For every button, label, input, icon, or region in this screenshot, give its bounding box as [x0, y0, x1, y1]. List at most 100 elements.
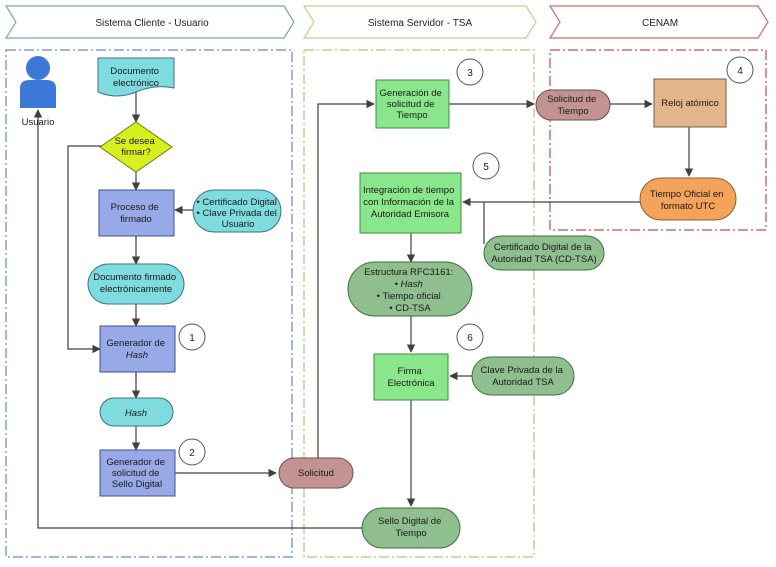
gen-sol-line-3: Sello Digital — [112, 479, 162, 490]
connectors — [33, 92, 694, 529]
step-5-label: 5 — [483, 162, 489, 173]
user-icon — [26, 56, 50, 80]
lane-header-server: Sistema Servidor - TSA — [302, 5, 537, 39]
node-generador-hash: Generador de Hash — [99, 325, 176, 373]
node-clave-tsa: Clave Privada de la Autoridad TSA — [471, 356, 575, 396]
svg-text:Firma Electrónica: Firma Electrónica — [388, 366, 436, 389]
generacion-line-2: solicitud de — [387, 99, 435, 110]
svg-text:Se desea firmar?: Se desea firmar? — [115, 136, 158, 158]
step-4: 4 — [726, 56, 754, 84]
svg-text:Integración de tiempo co: Integración de tiempo con Información de… — [363, 185, 457, 220]
step-1-label: 1 — [189, 333, 195, 344]
generacion-line-1: Generación de — [380, 88, 442, 99]
node-decision: Se desea firmar? — [99, 121, 173, 173]
integracion-line-1: Integración de tiempo — [363, 185, 454, 196]
estructura-line-3: • Tiempo oficial — [377, 291, 441, 302]
cert-user-line-3: Usuario — [222, 219, 255, 230]
node-certificado-usuario: • Certificado Digital • Clave Privada de… — [192, 189, 282, 233]
doc-firmado-line-2: electrónicamente — [100, 284, 172, 295]
clave-tsa-line-1: Clave Privada de la — [480, 365, 563, 376]
svg-text:Certificado Digital de la: Certificado Digital de la Autoridad TSA … — [491, 242, 596, 265]
lane-header-cenam: CENAM — [548, 5, 769, 39]
step-6-label: 6 — [467, 333, 473, 344]
step-5: 5 — [472, 152, 500, 180]
step-1: 1 — [178, 323, 206, 351]
gen-sol-line-2: solicitud de — [112, 468, 160, 479]
node-certificado-tsa: Certificado Digital de la Autoridad TSA … — [483, 235, 605, 271]
gen-sol-line-1: Generador de — [106, 457, 165, 468]
cert-tsa-line-1: Certificado Digital de la — [494, 242, 592, 253]
hash-label: Hash — [125, 408, 147, 419]
lane-server — [303, 49, 535, 558]
lane-header-client: Sistema Cliente - Usuario — [4, 5, 295, 39]
documento-line-1: Documento — [110, 66, 159, 77]
node-generacion-solicitud: Generación de solicitud de Tiempo — [375, 79, 450, 129]
reloj-label: Reloj atómico — [661, 98, 719, 109]
lane-title-cenam: CENAM — [642, 18, 678, 29]
step-4-label: 4 — [737, 66, 743, 77]
svg-text:Proceso de firmado: Proceso de firmado — [111, 202, 162, 225]
svg-text:Estructura RFC3161: • Ha: Estructura RFC3161: • Hash • Tiempo ofic… — [364, 267, 456, 314]
svg-text:Tiempo Oficial en format: Tiempo Oficial en formato UTC — [650, 189, 726, 212]
proceso-line-2: firmado — [120, 214, 152, 225]
svg-text:Solicitud de Tiempo: Solicitud de Tiempo — [547, 94, 599, 117]
node-estructura: Estructura RFC3161: • Hash • Tiempo ofic… — [347, 261, 473, 317]
tiempo-oficial-line-2: formato UTC — [661, 201, 716, 212]
lane-cenam — [549, 49, 767, 231]
step-3: 3 — [456, 58, 484, 86]
decision-line-1: Se desea — [115, 136, 156, 147]
svg-text:• Certificado Digital •: • Certificado Digital • Clave Privada de… — [196, 197, 279, 230]
step-2-label: 2 — [189, 448, 195, 459]
firma-line-1: Firma — [398, 366, 423, 377]
node-reloj: Reloj atómico — [653, 78, 727, 128]
svg-text:Documento electrónico: Documento electrónico — [110, 66, 161, 89]
svg-text:Generación de solicitud: Generación de solicitud de Tiempo — [380, 88, 445, 121]
doc-firmado-line-1: Documento firmado — [93, 272, 176, 283]
node-firma: Firma Electrónica — [373, 353, 449, 401]
lane-title-server: Sistema Servidor - TSA — [368, 18, 473, 29]
node-solicitud-tiempo: Solicitud de Tiempo — [535, 89, 611, 121]
lane-client — [5, 49, 293, 558]
cert-tsa-line-2: Autoridad TSA (CD-TSA) — [491, 254, 596, 265]
node-proceso-firmado: Proceso de firmado — [98, 189, 175, 237]
gen-hash-line-2: Hash — [126, 350, 148, 361]
tiempo-oficial-line-1: Tiempo Oficial en — [650, 189, 724, 200]
sello-line-1: Sello Digital de — [378, 516, 441, 527]
svg-text:Sello Digital de Tiempo: Sello Digital de Tiempo — [378, 516, 444, 539]
node-solicitud: Solicitud — [278, 457, 354, 489]
svg-text:Documento firmado electr: Documento firmado electrónicamente — [93, 272, 179, 295]
node-documento: Documento electrónico — [97, 57, 175, 97]
user-label: Usuario — [22, 117, 55, 128]
firma-line-2: Electrónica — [388, 378, 436, 389]
sol-tiempo-line-2: Tiempo — [557, 106, 588, 117]
step-2: 2 — [178, 438, 206, 466]
node-sello: Sello Digital de Tiempo — [361, 507, 461, 549]
sello-line-2: Tiempo — [395, 528, 426, 539]
cert-user-line-2: • Clave Privada del — [196, 208, 276, 219]
node-integracion: Integración de tiempo con Información de… — [359, 172, 462, 234]
generacion-line-3: Tiempo — [396, 110, 427, 121]
gen-hash-line-1: Generador de — [106, 338, 165, 349]
step-6: 6 — [456, 323, 484, 351]
node-tiempo-oficial: Tiempo Oficial en formato UTC — [639, 177, 737, 221]
clave-tsa-line-2: Autoridad TSA — [492, 377, 554, 388]
svg-text:Generador de Hash: Generador de Hash — [106, 338, 167, 361]
node-documento-firmado: Documento firmado electrónicamente — [87, 263, 185, 305]
node-hash: Hash — [99, 397, 174, 427]
lane-title-client: Sistema Cliente - Usuario — [95, 18, 209, 29]
decision-line-2: firmar? — [121, 147, 151, 158]
integracion-line-3: Autoridad Emisora — [371, 209, 450, 220]
estructura-line-1: Estructura RFC3161: — [364, 267, 453, 278]
sol-tiempo-line-1: Solicitud de — [547, 94, 596, 105]
proceso-line-1: Proceso de — [111, 202, 159, 213]
documento-line-2: electrónico — [113, 78, 159, 89]
node-generador-solicitud: Generador de solicitud de Sello Digital — [99, 449, 176, 497]
cert-user-line-1: • Certificado Digital — [196, 197, 276, 208]
solicitud-label: Solicitud — [298, 468, 334, 479]
svg-text:Generador de solicitud d: Generador de solicitud de Sello Digital — [106, 457, 167, 490]
estructura-line-4: • CD-TSA — [389, 303, 431, 314]
user-actor: Usuario — [20, 56, 56, 128]
step-3-label: 3 — [467, 68, 473, 79]
svg-text:Clave Privada de la Auto: Clave Privada de la Autoridad TSA — [480, 365, 565, 388]
